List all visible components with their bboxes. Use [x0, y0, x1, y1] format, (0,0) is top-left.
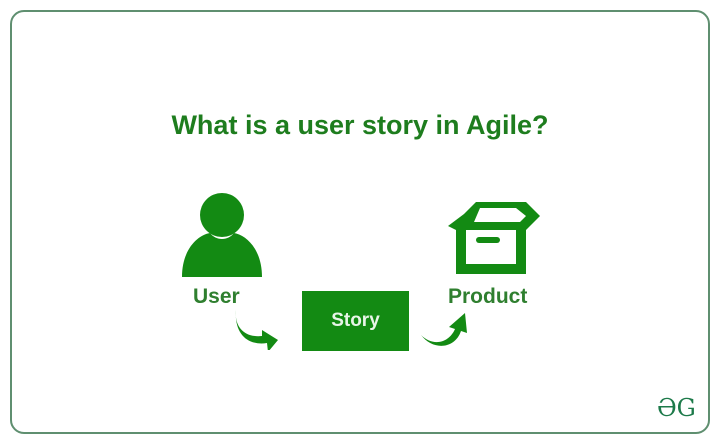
- diagram-title: What is a user story in Agile?: [171, 110, 549, 140]
- curved-arrow-right-icon: [235, 310, 278, 350]
- box-icon: [448, 202, 540, 274]
- user-label: User: [193, 285, 240, 308]
- card-frame: [10, 10, 710, 434]
- curved-arrow-up-icon: [421, 313, 467, 346]
- story-label: Story: [331, 310, 380, 331]
- user-icon: [182, 193, 262, 277]
- product-label: Product: [448, 285, 528, 308]
- gfg-logo-icon: ƏG: [657, 394, 696, 422]
- story-box: Story: [302, 291, 409, 351]
